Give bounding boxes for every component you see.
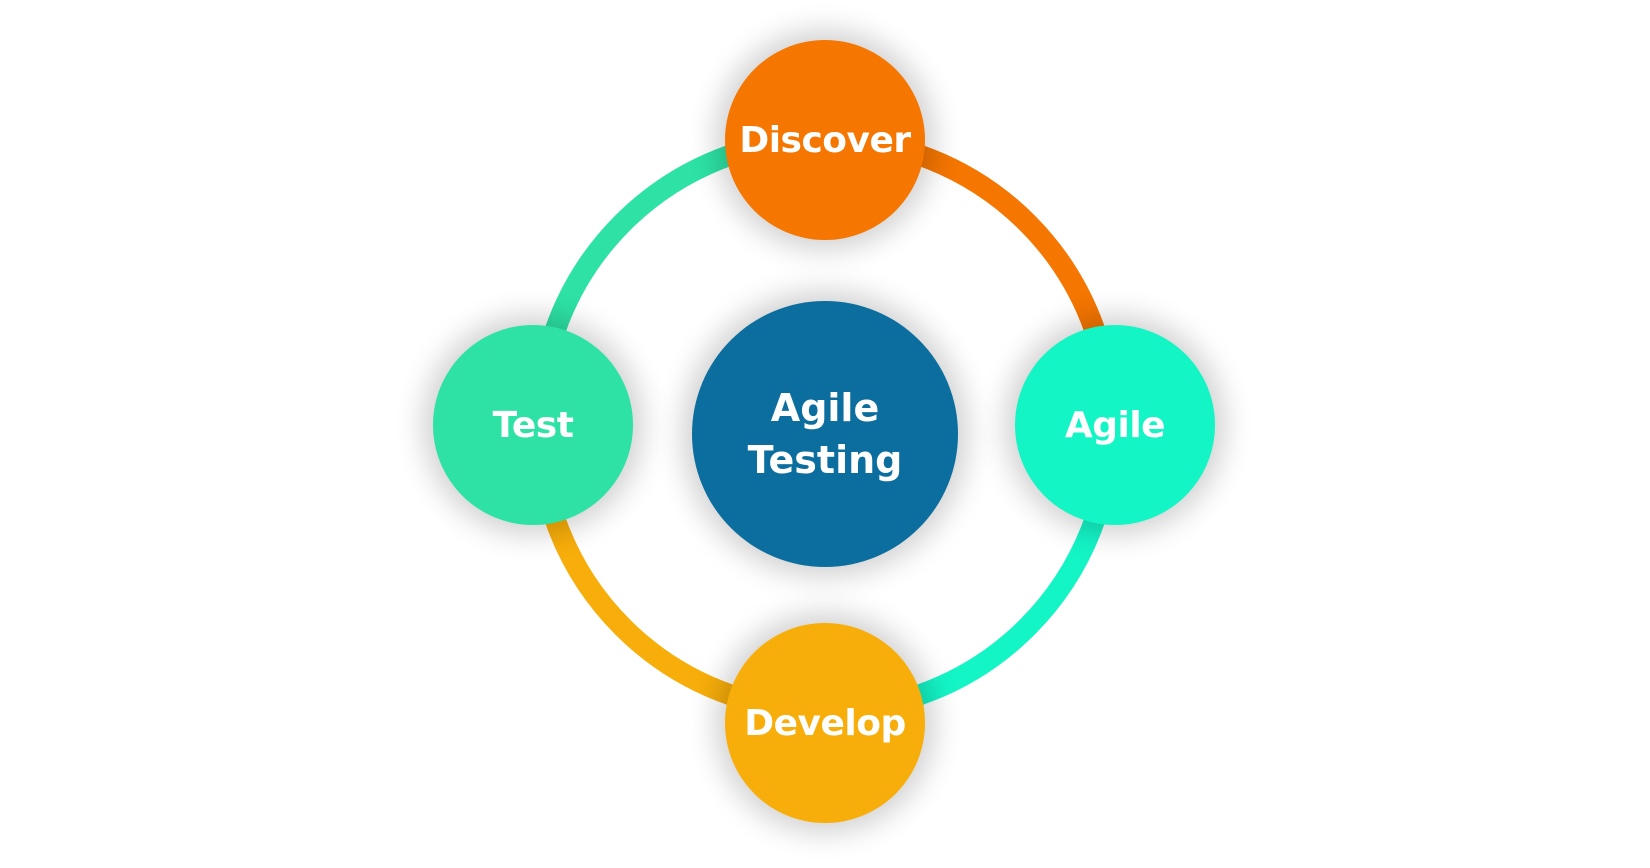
develop-node: Develop: [725, 623, 925, 823]
agile-node: Agile: [1015, 325, 1215, 525]
test-node: Test: [433, 325, 633, 525]
center-title-line2: Testing: [747, 438, 903, 482]
develop-label: Develop: [744, 702, 906, 744]
center-node: Agile Testing: [692, 301, 958, 567]
discover-node: Discover: [725, 40, 925, 240]
discover-label: Discover: [739, 119, 911, 161]
test-label: Test: [492, 404, 574, 446]
agile-label: Agile: [1064, 404, 1166, 446]
center-title-line1: Agile: [770, 386, 880, 430]
